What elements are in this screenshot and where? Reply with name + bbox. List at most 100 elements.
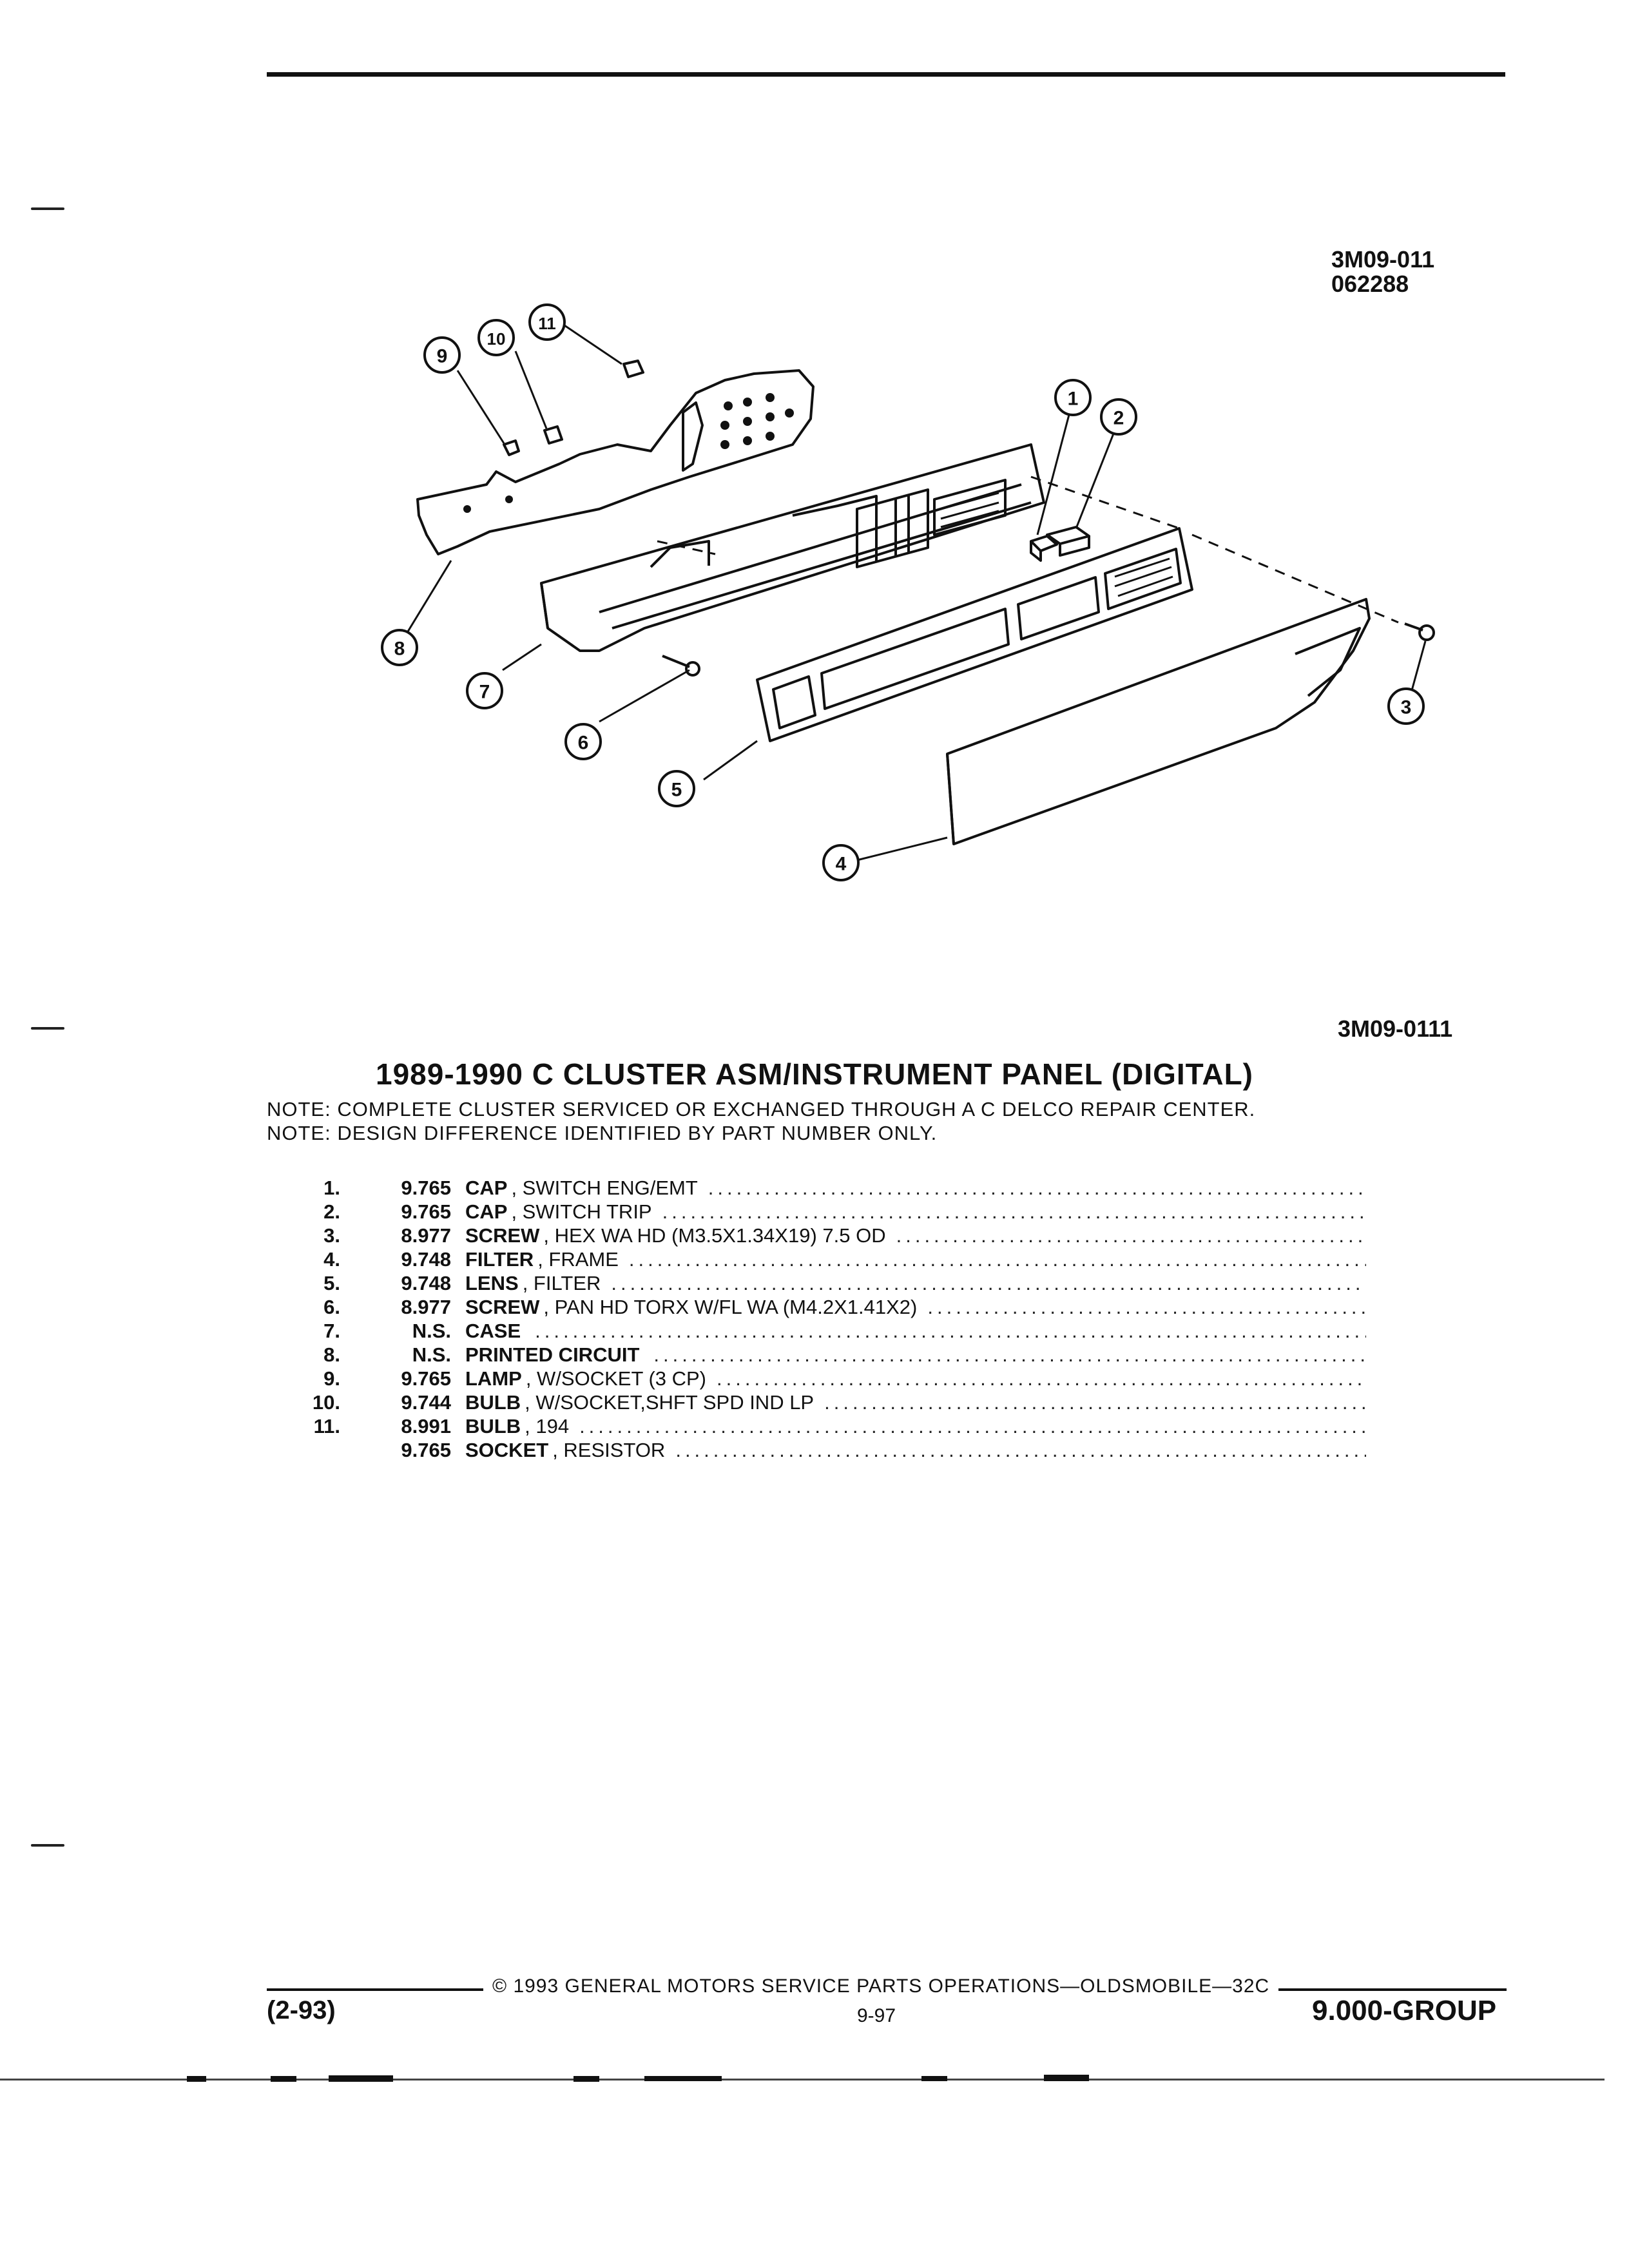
part-number: 9.: [323, 1367, 340, 1390]
parts-row: 3. 8.977 SCREW , HEX WA HD (M3.5X1.34X19…: [284, 1224, 1366, 1248]
scan-mark: [574, 2076, 599, 2082]
scan-mark: [271, 2076, 296, 2082]
part-number: 10.: [312, 1391, 340, 1414]
part-description: , PAN HD TORX W/FL WA (M4.2X1.41X2): [543, 1296, 918, 1318]
part-name: BULB: [465, 1415, 521, 1437]
part-number: 2.: [323, 1200, 340, 1223]
parts-row: 11. 8.991 BULB , 194 ...................…: [284, 1415, 1366, 1439]
page-title: 1989-1990 C CLUSTER ASM/INSTRUMENT PANEL…: [375, 1057, 1253, 1091]
illustration-code: 3M09-011 062288: [1331, 247, 1434, 296]
part-description: , HEX WA HD (M3.5X1.34X19) 7.5 OD: [543, 1224, 886, 1247]
scan-mark: [1044, 2075, 1089, 2081]
group-label: 9.000-GROUP: [1312, 1995, 1497, 2026]
part-description: , FILTER: [522, 1272, 601, 1294]
callout-2: 2: [1113, 408, 1124, 429]
bulb-10-shape: [543, 425, 563, 445]
parts-row: 7. N.S. CASE ...........................…: [284, 1320, 1366, 1343]
leader-dots: ........................................…: [824, 1391, 1366, 1414]
parts-row: 5. 9.748 LENS , FILTER .................…: [284, 1272, 1366, 1296]
leader-dots: ........................................…: [611, 1272, 1366, 1294]
part-group: 8.977: [401, 1296, 451, 1318]
lens-filter-shape: [756, 527, 1193, 742]
callout-8: 8: [394, 639, 405, 660]
printed-circuit-shape: [416, 369, 815, 555]
bottom-scan-line: [0, 2079, 1605, 2081]
callout-11: 11: [538, 314, 556, 333]
part-description: , FRAME: [537, 1248, 619, 1271]
part-name: SCREW: [465, 1296, 540, 1318]
part-name: LENS: [465, 1272, 519, 1294]
leader-dots: ........................................…: [535, 1320, 1366, 1342]
part-name: SCREW: [465, 1224, 540, 1247]
callout-7: 7: [479, 682, 490, 703]
margin-mark: [31, 1844, 64, 1847]
part-description: , W/SOCKET (3 CP): [525, 1367, 707, 1390]
leader-dots: ........................................…: [662, 1200, 1366, 1223]
callout-9: 9: [437, 346, 448, 367]
parts-row: 1. 9.765 CAP , SWITCH ENG/EMT ..........…: [284, 1177, 1366, 1200]
part-number: 3.: [323, 1224, 340, 1247]
part-description: , 194: [525, 1415, 570, 1437]
part-name: LAMP: [465, 1367, 522, 1390]
part-group: 8.991: [401, 1415, 451, 1437]
callout-circles: [381, 303, 1425, 881]
exploded-view-illustration: 1 2 3 4 5 6 7 8 9 10 11: [381, 303, 1435, 881]
scan-mark: [187, 2076, 206, 2082]
callout-10: 10: [487, 329, 506, 349]
part-number: 5.: [323, 1272, 340, 1294]
page-number: 9-97: [857, 2005, 896, 2026]
callout-3: 3: [1401, 697, 1412, 718]
notes: NOTE: COMPLETE CLUSTER SERVICED OR EXCHA…: [267, 1097, 1255, 1145]
part-number: 11.: [313, 1415, 340, 1437]
part-group: 9.765: [401, 1200, 451, 1223]
parts-row: 9.765 SOCKET , RESISTOR ................…: [284, 1439, 1366, 1463]
leader-dots: ........................................…: [628, 1248, 1366, 1271]
top-rule: [267, 72, 1505, 77]
scan-mark: [921, 2076, 947, 2081]
part-group: 9.765: [401, 1439, 451, 1461]
part-name: CAP: [465, 1177, 508, 1199]
filter-frame-shape: [946, 598, 1371, 845]
circuit-holes: [463, 393, 794, 513]
illustration-code-line1: 3M09-011: [1331, 246, 1435, 273]
part-group: 9.748: [401, 1272, 451, 1294]
part-name: PRINTED CIRCUIT: [465, 1343, 640, 1366]
parts-row: 8. N.S. PRINTED CIRCUIT ................…: [284, 1343, 1366, 1367]
margin-mark: [31, 207, 64, 210]
part-group: N.S.: [412, 1343, 451, 1366]
part-description: , W/SOCKET,SHFT SPD IND LP: [525, 1391, 815, 1414]
copyright-line: © 1993 GENERAL MOTORS SERVICE PARTS OPER…: [492, 1975, 1270, 1997]
footer-rule-right: [1278, 1988, 1507, 1991]
part-group: 9.765: [401, 1177, 451, 1199]
case-shape: [540, 443, 1045, 652]
parts-row: 2. 9.765 CAP , SWITCH TRIP .............…: [284, 1200, 1366, 1224]
illustration-code-bottom: 3M09-0111: [1338, 1015, 1453, 1042]
part-number: 4.: [323, 1248, 340, 1271]
part-description: , RESISTOR: [552, 1439, 666, 1461]
cap-engine-shape: [1030, 535, 1058, 562]
leader-dots: ........................................…: [896, 1224, 1366, 1247]
note-line: NOTE: DESIGN DIFFERENCE IDENTIFIED BY PA…: [267, 1122, 938, 1144]
cap-trip-shape: [1046, 526, 1090, 557]
part-group: 9.744: [401, 1391, 451, 1414]
footer-rule-left: [267, 1988, 483, 1991]
date-code: (2-93): [267, 1996, 336, 2024]
leader-dots: ........................................…: [653, 1343, 1366, 1366]
scan-mark: [329, 2075, 393, 2082]
part-description: , SWITCH TRIP: [511, 1200, 652, 1223]
parts-row: 10. 9.744 BULB , W/SOCKET,SHFT SPD IND L…: [284, 1391, 1366, 1415]
leader-dots: ........................................…: [708, 1177, 1366, 1199]
note-line: NOTE: COMPLETE CLUSTER SERVICED OR EXCHA…: [267, 1098, 1256, 1120]
parts-row: 9. 9.765 LAMP , W/SOCKET (3 CP) ........…: [284, 1367, 1366, 1391]
callout-4: 4: [836, 854, 847, 875]
part-description: , SWITCH ENG/EMT: [511, 1177, 698, 1199]
part-number: 1.: [323, 1177, 340, 1199]
leader-dots: ........................................…: [579, 1415, 1366, 1437]
part-group: N.S.: [412, 1320, 451, 1342]
margin-mark: [31, 1027, 64, 1030]
illustration-code-line2: 062288: [1331, 271, 1409, 297]
part-group: 9.765: [401, 1367, 451, 1390]
callout-5: 5: [671, 780, 682, 801]
part-number: 6.: [323, 1296, 340, 1318]
part-name: CAP: [465, 1200, 508, 1223]
